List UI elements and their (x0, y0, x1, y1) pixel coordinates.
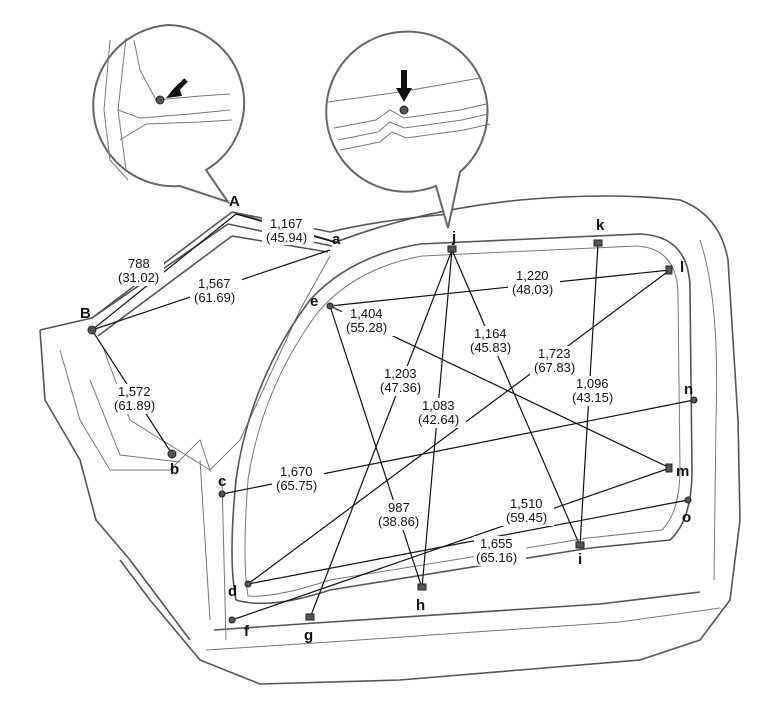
reference-point-markers (87, 239, 698, 624)
point-label-e: e (310, 293, 318, 310)
svg-text:(61.69): (61.69) (194, 290, 235, 305)
svg-text:1,655: 1,655 (480, 536, 513, 551)
point-marker-n (690, 396, 698, 404)
point-marker-b (167, 449, 177, 459)
point-label-g: g (304, 627, 313, 644)
measure-line-e-h (329, 305, 423, 589)
point-marker-l (665, 265, 673, 275)
point-label-b: b (170, 461, 179, 478)
svg-text:(47.36): (47.36) (380, 380, 421, 395)
svg-text:1,167: 1,167 (270, 216, 303, 231)
svg-text:(43.15): (43.15) (572, 390, 613, 405)
point-marker-j (447, 245, 457, 253)
dimension-f-m: 1,655 (65.16) (474, 536, 526, 566)
point-label-f: f (244, 623, 250, 640)
point-marker-f (228, 616, 236, 624)
detail-point-a (399, 105, 409, 115)
svg-text:1,567: 1,567 (198, 276, 231, 291)
point-label-k: k (596, 217, 605, 234)
dimension-j-g: 1,203 (47.36) (376, 366, 428, 396)
point-marker-d (244, 580, 252, 588)
measure-line-j-g (309, 249, 453, 619)
measure-line-f-m (231, 467, 671, 621)
measure-line-d-o (247, 499, 689, 585)
point-label-A: A (229, 193, 240, 210)
dimension-j-i: 1,164 (45.83) (466, 326, 518, 356)
point-label-o: o (682, 509, 691, 526)
dimension-k-i: 1,096 (43.15) (568, 376, 620, 406)
svg-text:(48.03): (48.03) (512, 282, 553, 297)
point-label-c: c (218, 473, 226, 490)
svg-text:(45.94): (45.94) (266, 230, 307, 245)
svg-text:1,572: 1,572 (118, 384, 151, 399)
point-label-j: j (451, 229, 456, 246)
point-marker-o (684, 496, 692, 504)
point-label-m: m (676, 463, 689, 480)
svg-text:(42.64): (42.64) (418, 412, 459, 427)
dimension-B-a: 1,567 (61.69) (190, 276, 242, 306)
point-label-d: d (228, 583, 237, 600)
point-marker-i (575, 541, 585, 549)
point-label-B: B (80, 305, 91, 322)
measure-line-j-i (451, 249, 581, 547)
svg-text:1,203: 1,203 (384, 366, 417, 381)
measure-line-e-l (329, 269, 671, 307)
svg-text:1,404: 1,404 (350, 306, 383, 321)
point-marker-h (417, 583, 427, 591)
svg-text:(65.75): (65.75) (276, 478, 317, 493)
svg-text:1,723: 1,723 (538, 346, 571, 361)
svg-text:1,083: 1,083 (422, 398, 455, 413)
point-label-a: a (332, 231, 341, 248)
svg-text:(61.89): (61.89) (114, 398, 155, 413)
svg-text:1,670: 1,670 (280, 464, 313, 479)
point-label-l: l (680, 259, 684, 276)
svg-text:987: 987 (388, 500, 410, 515)
point-marker-e (326, 302, 334, 310)
point-marker-k (593, 239, 603, 247)
dimension-A-B: 788 (31.02) (112, 256, 164, 286)
point-marker-B (87, 325, 97, 335)
vehicle-body-outline (39, 195, 741, 685)
svg-text:1,510: 1,510 (510, 496, 543, 511)
detail-point-A (155, 95, 165, 105)
point-label-n: n (684, 381, 693, 398)
point-label-h: h (416, 597, 425, 614)
point-marker-g (305, 613, 315, 621)
svg-text:(45.83): (45.83) (470, 340, 511, 355)
dimension-e-h: 987 (38.86) (374, 500, 426, 530)
point-marker-m (665, 463, 673, 473)
detail-bubble-A (92, 23, 246, 204)
point-labels: A B a b c d e f g h i j k l m n o (80, 193, 693, 644)
dimension-l-d: 1,723 (67.83) (530, 346, 582, 376)
svg-text:(65.16): (65.16) (476, 550, 517, 565)
svg-text:788: 788 (128, 256, 150, 271)
point-marker-c (218, 490, 226, 498)
dimension-c-n: 1,670 (65.75) (272, 464, 324, 494)
dimension-e-l: 1,220 (48.03) (508, 268, 560, 298)
dimension-labels: 1,167 (45.94) 788 (31.02) 1,567 (61.69) … (110, 215, 620, 566)
dimension-B-b: 1,572 (61.89) (110, 384, 162, 414)
svg-text:(55.28): (55.28) (346, 320, 387, 335)
detail-bubble-a (325, 30, 491, 229)
svg-text:(67.83): (67.83) (534, 360, 575, 375)
svg-text:(59.45): (59.45) (506, 510, 547, 525)
dimension-A-a: 1,167 (45.94) (262, 215, 314, 245)
svg-text:1,164: 1,164 (474, 326, 507, 341)
point-label-i: i (578, 551, 582, 568)
dimension-j-h: 1,083 (42.64) (414, 398, 466, 428)
dimension-e-m: 1,404 (55.28) (342, 306, 394, 336)
svg-text:(31.02): (31.02) (118, 270, 159, 285)
measurement-lines (91, 213, 695, 621)
svg-text:1,096: 1,096 (576, 376, 609, 391)
svg-text:1,220: 1,220 (516, 268, 549, 283)
svg-text:(38.86): (38.86) (378, 514, 419, 529)
dimension-d-o: 1,510 (59.45) (502, 496, 554, 526)
